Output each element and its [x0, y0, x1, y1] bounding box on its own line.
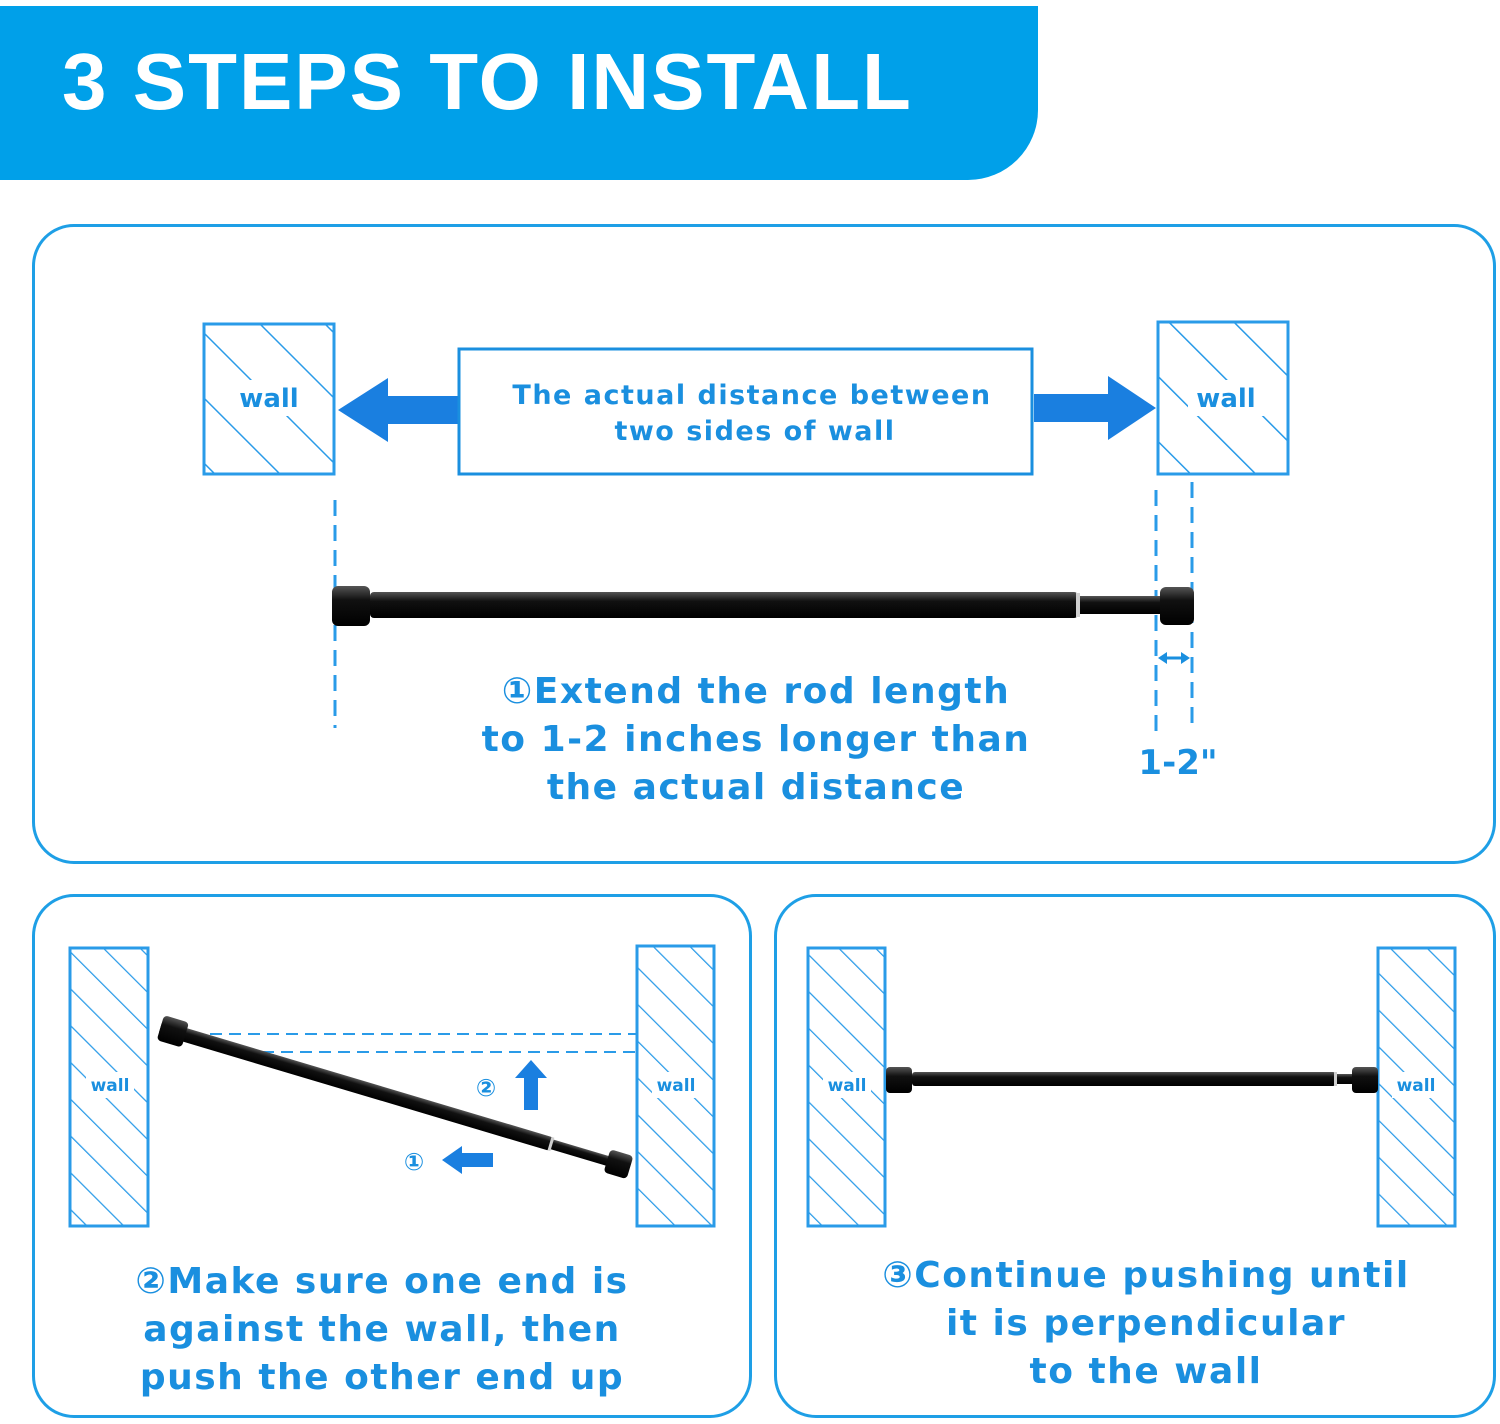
arrow-right-icon [1034, 376, 1156, 440]
step2-tension-rod [157, 1016, 633, 1179]
gap-measure-icon [1158, 652, 1190, 664]
step3-caption-line2: it is perpendicular [945, 1303, 1347, 1344]
step3-left-wall: wall [806, 946, 887, 1228]
step1-caption-line2: to 1-2 inches longer than [481, 719, 1031, 760]
step2-caption-line2: against the wall, then [143, 1309, 621, 1350]
step2-left-wall: wall [68, 946, 150, 1228]
step1-left-wall-label: wall [239, 384, 298, 414]
step3-right-wall-label: wall [1397, 1076, 1436, 1096]
step2-marker: ② [135, 1261, 168, 1302]
arrow-left-icon [338, 378, 458, 442]
step3-marker: ③ [882, 1255, 915, 1296]
step1-right-wall: wall [1156, 320, 1290, 476]
step2-caption: ②Make sure one end is against the wall, … [92, 1258, 672, 1402]
page-title: 3 STEPS TO INSTALL [62, 37, 913, 126]
step2-right-wall-label: wall [657, 1076, 696, 1096]
distance-box-line1: The actual distance between [512, 380, 991, 411]
step3-panel [774, 894, 1496, 1418]
step2-caption-text1: Make sure one end is [167, 1261, 629, 1302]
step2-caption-line1: ②Make sure one end is [92, 1258, 672, 1306]
step3-caption-line1: ③Continue pushing until [826, 1252, 1466, 1300]
step3-tension-rod [886, 1067, 1378, 1093]
step3-left-wall-label: wall [828, 1076, 867, 1096]
step3-caption-text1: Continue pushing until [914, 1255, 1410, 1296]
step1-caption: ①Extend the rod length to 1-2 inches lon… [456, 668, 1056, 812]
step2-caption-line3: push the other end up [139, 1357, 625, 1398]
step1-tension-rod [332, 586, 1194, 626]
step3-caption: ③Continue pushing until it is perpendicu… [826, 1252, 1466, 1396]
step3-caption-line3: to the wall [1029, 1351, 1263, 1392]
step1-caption-line3: the actual distance [546, 767, 966, 808]
step2-marker-left: ① [404, 1148, 424, 1176]
step1-caption-line1: ①Extend the rod length [456, 668, 1056, 716]
step3-right-wall: wall [1376, 946, 1457, 1228]
step2-panel [32, 894, 752, 1418]
step1-left-wall: wall [202, 322, 336, 476]
header-banner: 3 STEPS TO INSTALL [0, 6, 1038, 180]
step2-marker-up: ② [476, 1074, 496, 1102]
step1-caption-text1: Extend the rod length [533, 671, 1011, 712]
step1-marker: ① [501, 671, 534, 712]
step2-right-wall: wall [635, 944, 716, 1228]
arrow-left-small-icon [442, 1146, 493, 1174]
extra-length-label: 1-2" [1138, 743, 1217, 783]
step2-left-wall-label: wall [91, 1076, 130, 1096]
distance-box [457, 347, 1034, 476]
distance-box-line2: two sides of wall [614, 416, 895, 447]
step1-right-wall-label: wall [1196, 384, 1255, 414]
arrow-up-icon [515, 1060, 547, 1110]
